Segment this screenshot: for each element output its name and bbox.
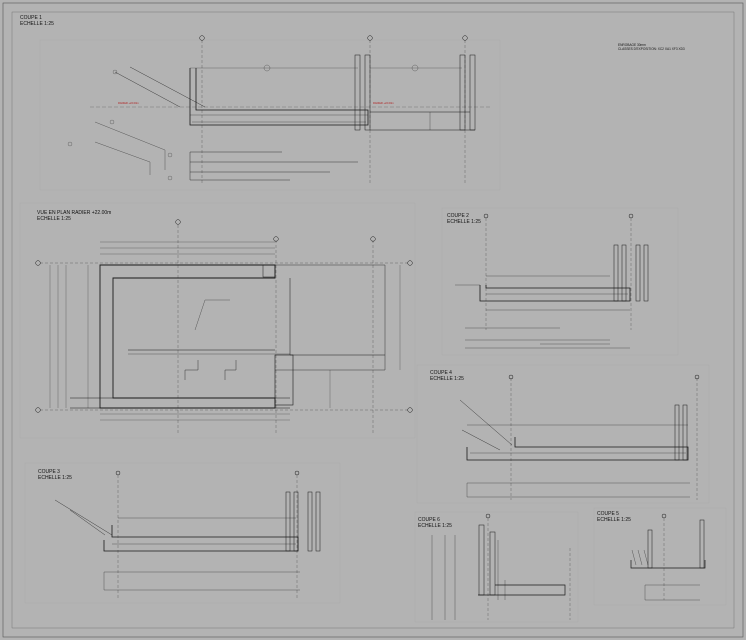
coupe-1-level-right: RADIER +22.00m [373,101,394,105]
coupe-1-title: COUPE 1 [20,15,42,21]
coupe-4 [416,364,710,504]
plan-scale: ECHELLE 1:25 [37,216,71,222]
coupe-5-labels: COUPE 5 ECHELLE 1:25 [597,511,631,523]
coupe-5-scale: ECHELLE 1:25 [597,517,631,523]
coupe-1 [39,35,501,191]
coupe-2-title: COUPE 2 [447,213,469,219]
coupe-5 [593,507,727,606]
coupe-3-title: COUPE 3 [38,469,60,475]
plan-title: VUE EN PLAN RADIER +22.00m [37,210,111,216]
general-notes: ENROBAGE 30mm CLASSES D'EXPOSITION: XC2 … [618,43,685,51]
coupe-2 [441,207,679,356]
coupe-3-labels: COUPE 3 ECHELLE 1:25 [38,469,72,481]
plan-labels: VUE EN PLAN RADIER +22.00m ECHELLE 1:25 [37,210,111,222]
coupe-3 [24,462,341,604]
coupe-2-scale: ECHELLE 1:25 [447,219,481,225]
coupe-5-title: COUPE 5 [597,511,619,517]
note-cover: ENROBAGE 30mm [618,43,646,47]
coupe-6 [414,511,579,623]
coupe-6-labels: COUPE 6 ECHELLE 1:25 [418,517,452,529]
coupe-4-scale: ECHELLE 1:25 [430,376,464,382]
plan-view [19,202,416,439]
coupe-1-scale: ECHELLE 1:25 [20,21,54,27]
grid-bubbles [199,35,468,41]
coupe-1-level-left: RADIER +22.00m [118,101,139,105]
coupe-6-title: COUPE 6 [418,517,440,523]
coupe-3-scale: ECHELLE 1:25 [38,475,72,481]
coupe-6-scale: ECHELLE 1:25 [418,523,452,529]
coupe-4-title: COUPE 4 [430,370,452,376]
coupe-2-labels: COUPE 2 ECHELLE 1:25 [447,213,481,225]
coupe-1-labels: COUPE 1 ECHELLE 1:25 RADIER +22.00m RADI… [20,15,394,105]
coupe-4-labels: COUPE 4 ECHELLE 1:25 [430,370,464,382]
note-exposure: CLASSES D'EXPOSITION: XC2 XA1 XF3 XD3 [618,47,685,51]
